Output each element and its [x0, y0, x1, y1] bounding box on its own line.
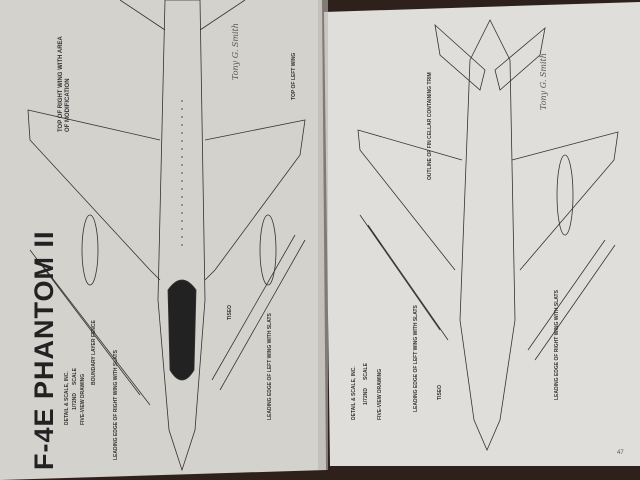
right-aircraft-drawing: [357, 19, 619, 452]
right-publisher: DETAIL & SCALE, INC.: [351, 366, 357, 420]
aircraft-title: F-4E PHANTOM II: [29, 230, 59, 470]
right-signature: Tony G. Smith: [539, 53, 548, 110]
right-callout-left-slats: LEADING EDGE OF LEFT WING WITH SLATS: [413, 305, 419, 412]
left-scale: 1/72ND: [72, 393, 78, 410]
right-scale: 1/72ND: [363, 388, 369, 405]
left-aircraft-drawing: [27, 0, 306, 472]
left-callout-top-right-wing: TOP OF RIGHT WING WITH AREA OF MODIFICAT…: [58, 36, 71, 132]
left-publisher: DETAIL & SCALE, INC.: [64, 371, 70, 425]
left-callout-fence: BOUNDARY LAYER FENCE: [91, 320, 97, 385]
left-drawing-type: FIVE-VIEW DRAWING: [80, 373, 86, 425]
right-callout-right-slats: LEADING EDGE OF RIGHT WING WITH SLATS: [554, 290, 560, 400]
page-number: 47: [617, 450, 624, 456]
left-page: [0, 0, 326, 480]
right-callout-fin: OUTLINE OF FIN CELLAR CONTAINING TRIM: [427, 72, 433, 180]
left-callout-tiseo: TISEO: [227, 304, 233, 320]
left-callout-top-left-wing: TOP OF LEFT WING: [291, 52, 297, 100]
book-gutter: [318, 0, 328, 470]
right-scale-label: SCALE: [363, 363, 369, 380]
right-drawing-type: FIVE-VIEW DRAWING: [377, 368, 383, 420]
left-callout-right-slats: LEADING EDGE OF RIGHT WING WITH SLATS: [113, 350, 119, 460]
right-callout-tiseo: TISEO: [437, 384, 443, 400]
left-scale-label: SCALE: [72, 368, 78, 385]
left-signature: Tony G. Smith: [231, 23, 240, 80]
left-callout-left-slats: LEADING EDGE OF LEFT WING WITH SLATS: [267, 313, 273, 420]
right-page: [324, 2, 640, 466]
